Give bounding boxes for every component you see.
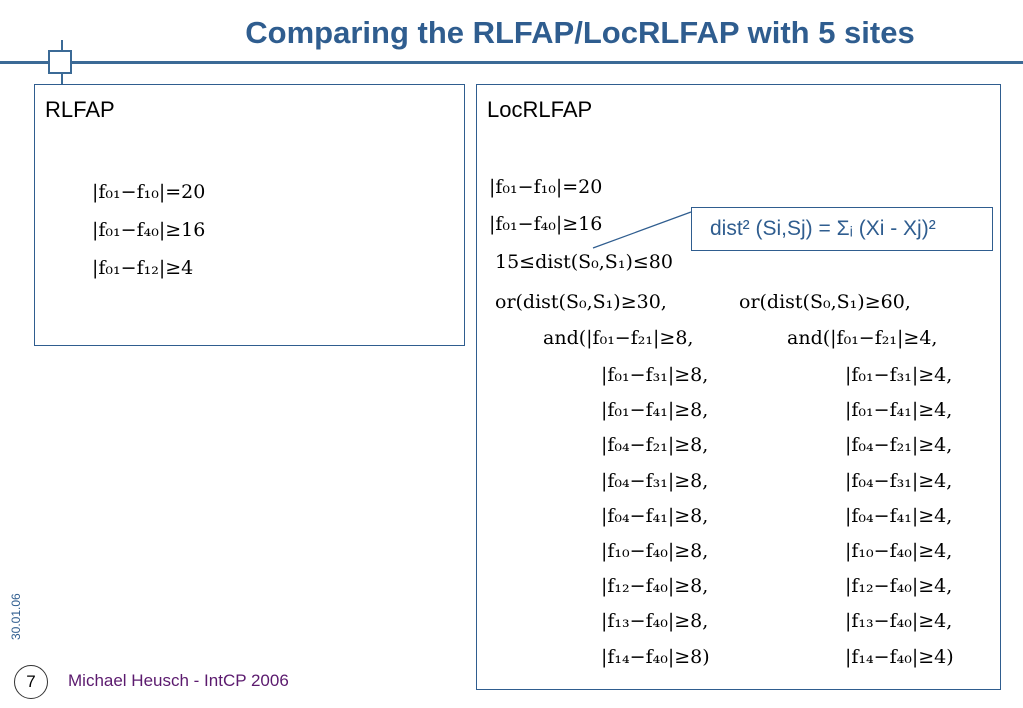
decorative-square-icon: [48, 50, 72, 74]
right-constraint-item: |f₀₁−f₄₁|≥4,: [845, 399, 953, 421]
left-constraint-item: |f₁₂−f₄₀|≥8,: [601, 575, 709, 597]
decorative-line-bottom: [61, 72, 63, 86]
left-constraint-item: |f₁₃−f₄₀|≥8,: [601, 610, 709, 632]
left-constraint-item: |f₀₁−f₃₁|≥8,: [601, 364, 709, 386]
left-constraint-item: |f₀₄−f₄₁|≥8,: [601, 505, 709, 527]
right-constraint-item: |f₀₄−f₃₁|≥4,: [845, 470, 953, 492]
decorative-line-top: [61, 40, 63, 52]
locrlfap-constraint-2: |f₀₁−f₄₀|≥16: [489, 213, 603, 235]
locrlfap-distance-range: 15≤dist(S₀,S₁)≤80: [495, 251, 673, 273]
rlfap-constraint-2: |f₀₁−f₄₀|≥16: [92, 219, 206, 241]
or-clause-right: or(dist(S₀,S₁)≥60,: [739, 291, 911, 313]
rlfap-constraint-3: |f₀₁−f₁₂|≥4: [92, 257, 194, 279]
locrlfap-panel: LocRLFAP |f₀₁−f₁₀|=20 |f₀₁−f₄₀|≥16 15≤di…: [476, 84, 1001, 690]
or-clause-left: or(dist(S₀,S₁)≥30,: [495, 291, 667, 313]
left-constraint-item: |f₁₀−f₄₀|≥8,: [601, 540, 709, 562]
locrlfap-constraint-1: |f₀₁−f₁₀|=20: [489, 176, 603, 198]
right-constraint-item: |f₁₃−f₄₀|≥4,: [845, 610, 953, 632]
right-constraint-item: |f₀₄−f₄₁|≥4,: [845, 505, 953, 527]
slide-title: Comparing the RLFAP/LocRLFAP with 5 site…: [245, 15, 915, 50]
and-clause-left: and(|f₀₁−f₂₁|≥8,: [543, 327, 694, 349]
right-constraint-item: |f₁₄−f₄₀|≥4): [845, 646, 954, 668]
left-constraint-item: |f₀₁−f₄₁|≥8,: [601, 399, 709, 421]
rlfap-panel: RLFAP |f₀₁−f₁₀|=20 |f₀₁−f₄₀|≥16 |f₀₁−f₁₂…: [34, 84, 465, 346]
left-constraint-item: |f₁₄−f₄₀|≥8): [601, 646, 710, 668]
title-divider: [0, 61, 1023, 64]
rlfap-title: RLFAP: [45, 97, 115, 122]
rlfap-constraint-1: |f₀₁−f₁₀|=20: [92, 181, 206, 203]
right-constraint-item: |f₀₄−f₂₁|≥4,: [845, 434, 953, 456]
distance-formula-callout: dist² (Si,Sj) = Σᵢ (Xi - Xj)²: [691, 207, 993, 251]
left-constraint-item: |f₀₄−f₃₁|≥8,: [601, 470, 709, 492]
right-constraint-item: |f₁₀−f₄₀|≥4,: [845, 540, 953, 562]
footer-author: Michael Heusch - IntCP 2006: [68, 671, 289, 690]
and-clause-right: and(|f₀₁−f₂₁|≥4,: [787, 327, 938, 349]
left-constraint-item: |f₀₄−f₂₁|≥8,: [601, 434, 709, 456]
page-number: 7: [14, 665, 48, 699]
right-constraint-item: |f₀₁−f₃₁|≥4,: [845, 364, 953, 386]
right-constraint-item: |f₁₂−f₄₀|≥4,: [845, 575, 953, 597]
locrlfap-title: LocRLFAP: [487, 97, 593, 122]
slide-date: 30.01.06: [9, 593, 23, 640]
